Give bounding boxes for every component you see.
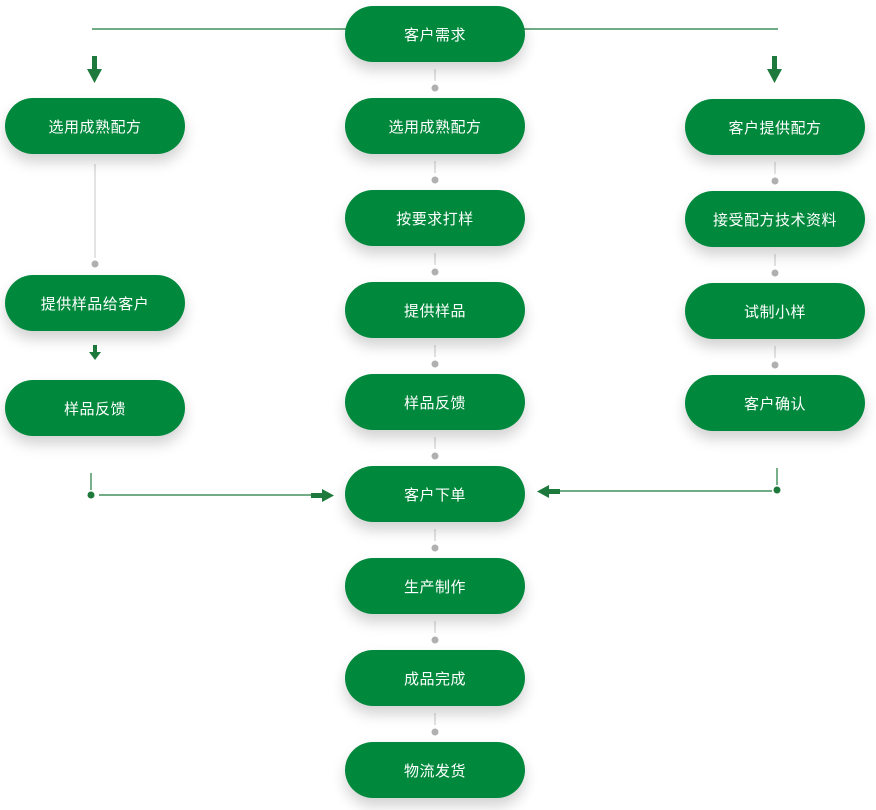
- center-node-shipping: 物流发货: [345, 742, 525, 798]
- right-connector-2: [771, 254, 779, 277]
- right-connectors: [771, 162, 779, 369]
- right-node-customer-formula: 客户提供配方: [685, 99, 865, 155]
- left-node-provide-sample-to-customer: 提供样品给客户: [5, 275, 185, 331]
- center-connector-3: [431, 253, 439, 276]
- center-connectors: [431, 69, 439, 736]
- center-node-select-formula: 选用成熟配方: [345, 98, 525, 154]
- right-down-arrow-icon: [767, 56, 782, 83]
- center-node-make-sample: 按要求打样: [345, 190, 525, 246]
- center-node-provide-sample: 提供样品: [345, 282, 525, 338]
- node-customer-demand: 客户需求: [345, 6, 525, 62]
- center-connector-4: [431, 345, 439, 368]
- center-connector-7: [431, 621, 439, 644]
- right-node-customer-confirm: 客户确认: [685, 375, 865, 431]
- center-connector-8: [431, 713, 439, 736]
- left-node-select-formula: 选用成熟配方: [5, 98, 185, 154]
- right-connector-1: [771, 162, 779, 185]
- center-node-sample-feedback: 样品反馈: [345, 374, 525, 430]
- right-node-trial-sample: 试制小样: [685, 283, 865, 339]
- center-connector-6: [431, 529, 439, 552]
- right-connector-3: [771, 346, 779, 369]
- left-pointing-arrow-icon: [537, 485, 560, 498]
- center-node-production: 生产制作: [345, 558, 525, 614]
- center-connector-2: [431, 161, 439, 184]
- center-node-customer-order: 客户下单: [345, 466, 525, 522]
- left-node-sample-feedback: 样品反馈: [5, 380, 185, 436]
- left-connector-1: [91, 164, 99, 268]
- left-down-arrow-icon: [87, 56, 102, 83]
- left-small-arrow-icon: [89, 345, 101, 360]
- right-to-order-connector: [560, 468, 781, 494]
- center-connector-1: [431, 69, 439, 92]
- left-to-order-connector: [87, 473, 312, 499]
- center-connector-5: [431, 437, 439, 460]
- right-node-receive-tech-data: 接受配方技术资料: [685, 191, 865, 247]
- center-node-finished-product: 成品完成: [345, 650, 525, 706]
- right-pointing-arrow-icon: [311, 489, 334, 502]
